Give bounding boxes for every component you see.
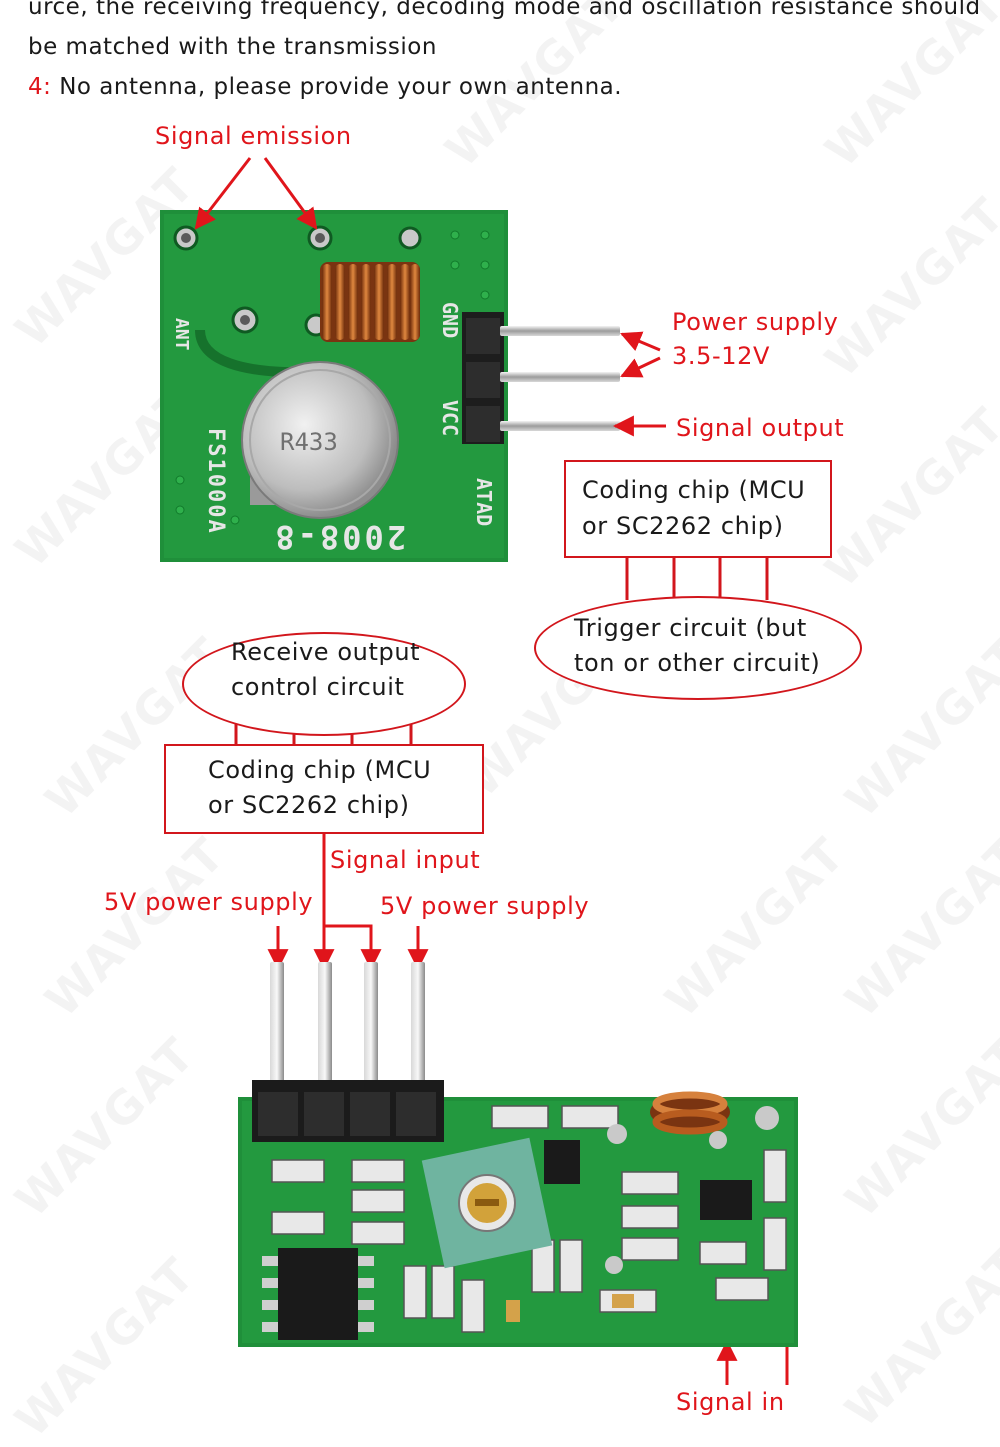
tx-coil — [320, 262, 420, 342]
rx-potentiometer — [422, 1138, 552, 1268]
crystal-label: R433 — [280, 428, 338, 456]
power-supply-voltage: 3.5-12V — [672, 342, 770, 370]
tx-pins — [500, 326, 620, 431]
tx-label-gnd: GND — [438, 302, 462, 338]
signal-emission-label: Signal emission — [155, 122, 352, 150]
diagram-drawing — [0, 0, 1000, 1400]
tx-label-vcc: VCC — [438, 400, 462, 436]
rx-coding-chip-line-1: Coding chip (MCU — [208, 752, 431, 788]
signal-output-label: Signal output — [676, 414, 844, 442]
tx-chip-connections — [627, 556, 767, 600]
tx-label-model: FS1000A — [203, 428, 228, 535]
power-supply-right-label: 5V power supply — [380, 892, 589, 920]
rx-ic — [278, 1248, 358, 1340]
signal-in-bottom-label: Signal in — [676, 1388, 785, 1416]
signal-input-label: Signal input — [330, 846, 480, 874]
rx-coil — [650, 1094, 730, 1131]
trigger-circuit-line-2: ton or other circuit) — [574, 645, 820, 681]
tx-coding-chip-line-2: or SC2262 chip) — [582, 508, 784, 544]
receiver-board — [238, 1080, 798, 1347]
power-supply-label: Power supply — [672, 308, 838, 336]
tx-label-data: ATAD — [472, 478, 496, 526]
tx-label-ant: ANT — [171, 318, 192, 351]
rx-pins — [270, 962, 425, 1092]
power-supply-left-label: 5V power supply — [104, 888, 313, 916]
trigger-circuit-line-1: Trigger circuit (but — [574, 610, 807, 646]
receive-output-line-1: Receive output — [231, 634, 420, 670]
receive-output-line-2: control circuit — [231, 669, 405, 705]
rx-coding-chip-line-2: or SC2262 chip) — [208, 787, 410, 823]
tx-label-date: 2008-8 — [272, 518, 406, 556]
tx-coding-chip-line-1: Coding chip (MCU — [582, 472, 805, 508]
